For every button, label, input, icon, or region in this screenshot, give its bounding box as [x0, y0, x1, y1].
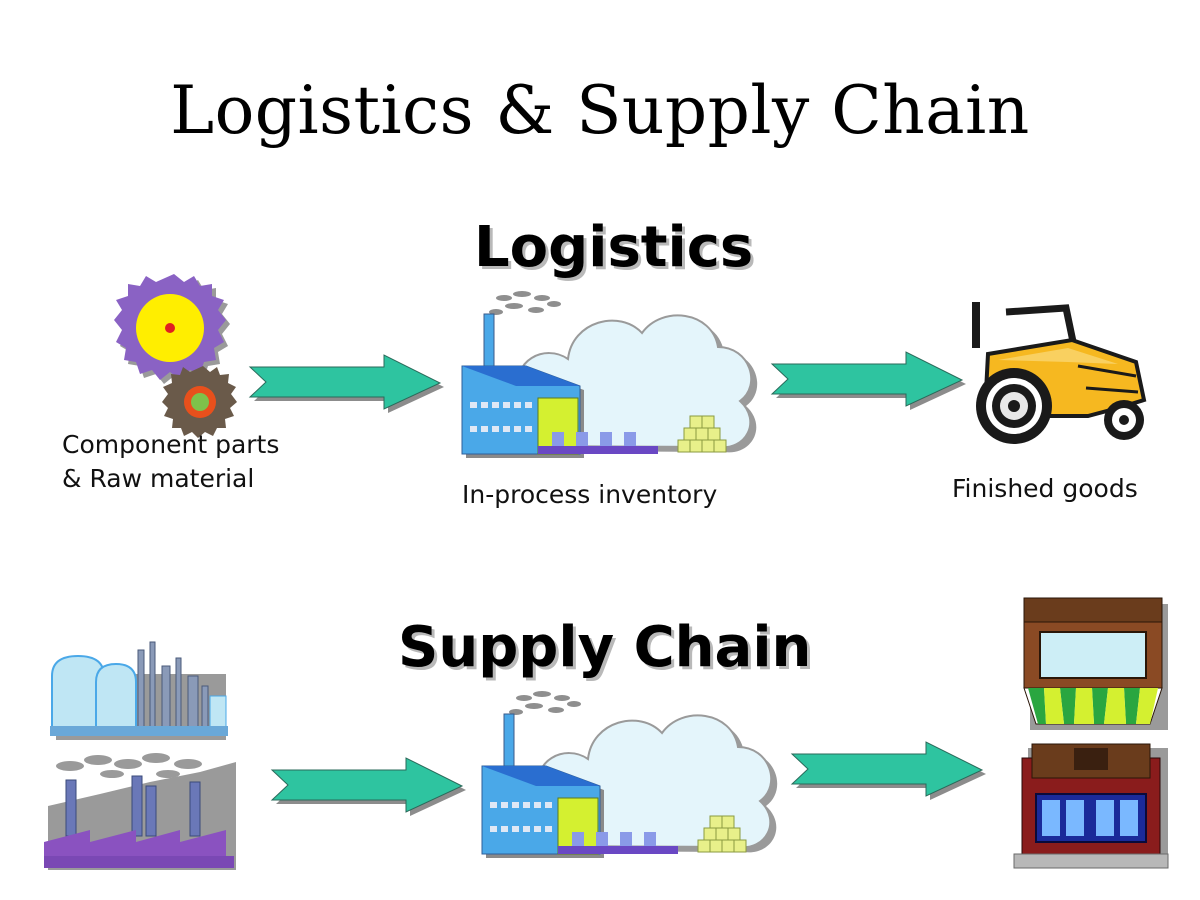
- stage-label-line: & Raw material: [62, 463, 255, 493]
- arrow-icon: [770, 351, 966, 410]
- factory-icon: [481, 691, 778, 858]
- arrow-icon: [270, 757, 466, 816]
- stage-label-line: Finished goods: [952, 474, 1138, 503]
- retail-stores-icon: [1013, 597, 1169, 869]
- tractor-icon: [972, 302, 1147, 444]
- stage-label-in-process: In-process inventory: [462, 478, 717, 512]
- page-title: Logistics & Supply Chain: [170, 72, 1030, 149]
- stage-label-raw-material: Component parts & Raw material: [62, 428, 279, 496]
- stage-label-finished-goods: Finished goods: [952, 472, 1138, 506]
- industrial-plants-icon: [44, 641, 236, 870]
- arrow-icon: [790, 741, 986, 800]
- logistics-heading: Logistics: [474, 215, 754, 280]
- stage-label-line: In-process inventory: [462, 480, 718, 509]
- factory-icon: [461, 291, 758, 458]
- stage-label-line: Component parts: [62, 430, 280, 459]
- gears-icon: [114, 274, 237, 438]
- arrow-icon: [248, 354, 444, 413]
- supply-chain-heading: Supply Chain: [398, 615, 812, 680]
